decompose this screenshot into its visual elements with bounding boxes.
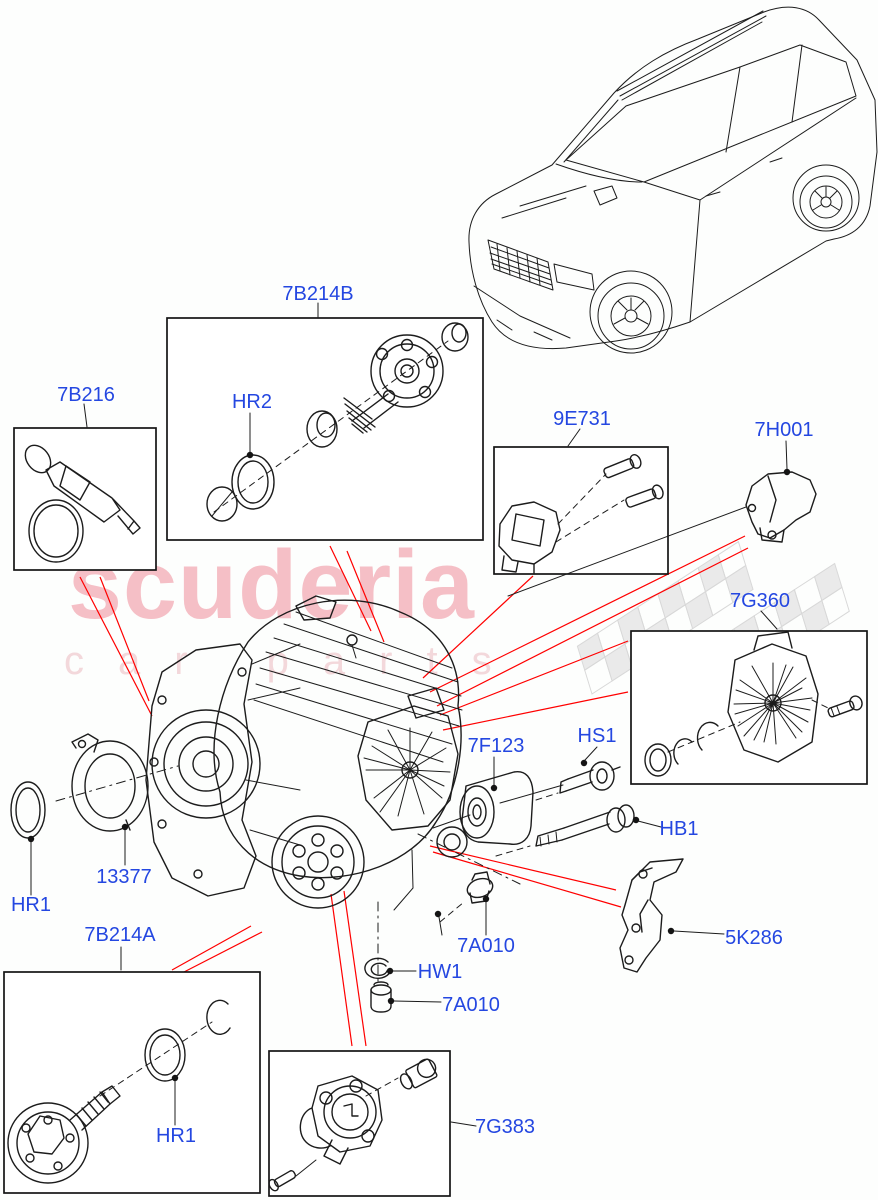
- part-label-hb1: HB1: [660, 818, 699, 840]
- part-label-7b214b: 7B214B: [282, 283, 353, 305]
- part-label-hr1-box: HR1: [156, 1125, 196, 1147]
- part-7b214b-flange: [206, 322, 469, 522]
- part-label-9e731: 9E731: [553, 408, 611, 430]
- part-7b214a-flange: [7, 999, 231, 1184]
- part-hw1-washer: [364, 957, 391, 979]
- callout-box-9e731: [493, 446, 669, 575]
- part-label-hw1: HW1: [418, 961, 462, 983]
- part-label-7b214a: 7B214A: [84, 924, 156, 946]
- part-label-13377: 13377: [96, 866, 152, 888]
- callout-box-7b216: [13, 427, 157, 571]
- red-leader-lines: [79, 535, 749, 1047]
- callout-box-7g383: [268, 1050, 451, 1197]
- part-label-hr2: HR2: [232, 391, 272, 413]
- part-7a010-top-plug: [466, 871, 494, 904]
- part-label-hs1: HS1: [578, 725, 617, 747]
- part-label-7h001: 7H001: [755, 419, 814, 441]
- case-fins: [253, 611, 463, 763]
- part-7h001-bracket: [507, 471, 817, 597]
- part-label-7g360: 7G360: [730, 590, 790, 612]
- callout-box-7b214a: [3, 971, 261, 1194]
- part-number-labels: 7B214B 7B216 HR2 9E731 7H001 7G360 7F123…: [11, 283, 813, 1147]
- watermark-subtitle-text: car parts: [64, 639, 526, 683]
- part-5k286-shield: [619, 858, 684, 973]
- vehicle-illustration: [468, 6, 878, 354]
- part-7g383-cover: [268, 1058, 438, 1192]
- part-label-7a010-top: 7A010: [457, 935, 515, 957]
- part-13377-ring: [71, 733, 149, 832]
- part-label-7g383: 7G383: [475, 1116, 535, 1138]
- callout-box-7b214b: [166, 317, 484, 541]
- part-7g360-actuator: [644, 631, 863, 777]
- part-7b216-sealant: [24, 444, 141, 563]
- case-actuator-starburst: [363, 727, 451, 817]
- part-label-7a010-bottom: 7A010: [442, 994, 500, 1016]
- part-label-5k286: 5K286: [725, 927, 783, 949]
- part-9e731-bracket: [498, 453, 664, 575]
- part-label-hr1-left: HR1: [11, 894, 51, 916]
- part-hs1-bolt: [535, 761, 621, 801]
- part-label-7b216: 7B216: [57, 384, 115, 406]
- label-leader-lines: [27, 302, 791, 1127]
- part-hb1-bolt: [495, 804, 635, 857]
- transfer-case-assembly: [55, 595, 521, 987]
- part-7f123-roller: [432, 771, 564, 845]
- part-hr1-left-seal: [10, 781, 46, 839]
- part-7a010-bottom-plug: [370, 981, 392, 1013]
- watermark: scuderia car parts: [64, 530, 850, 743]
- part-label-7f123: 7F123: [468, 735, 525, 757]
- actuator-starburst: [733, 662, 813, 745]
